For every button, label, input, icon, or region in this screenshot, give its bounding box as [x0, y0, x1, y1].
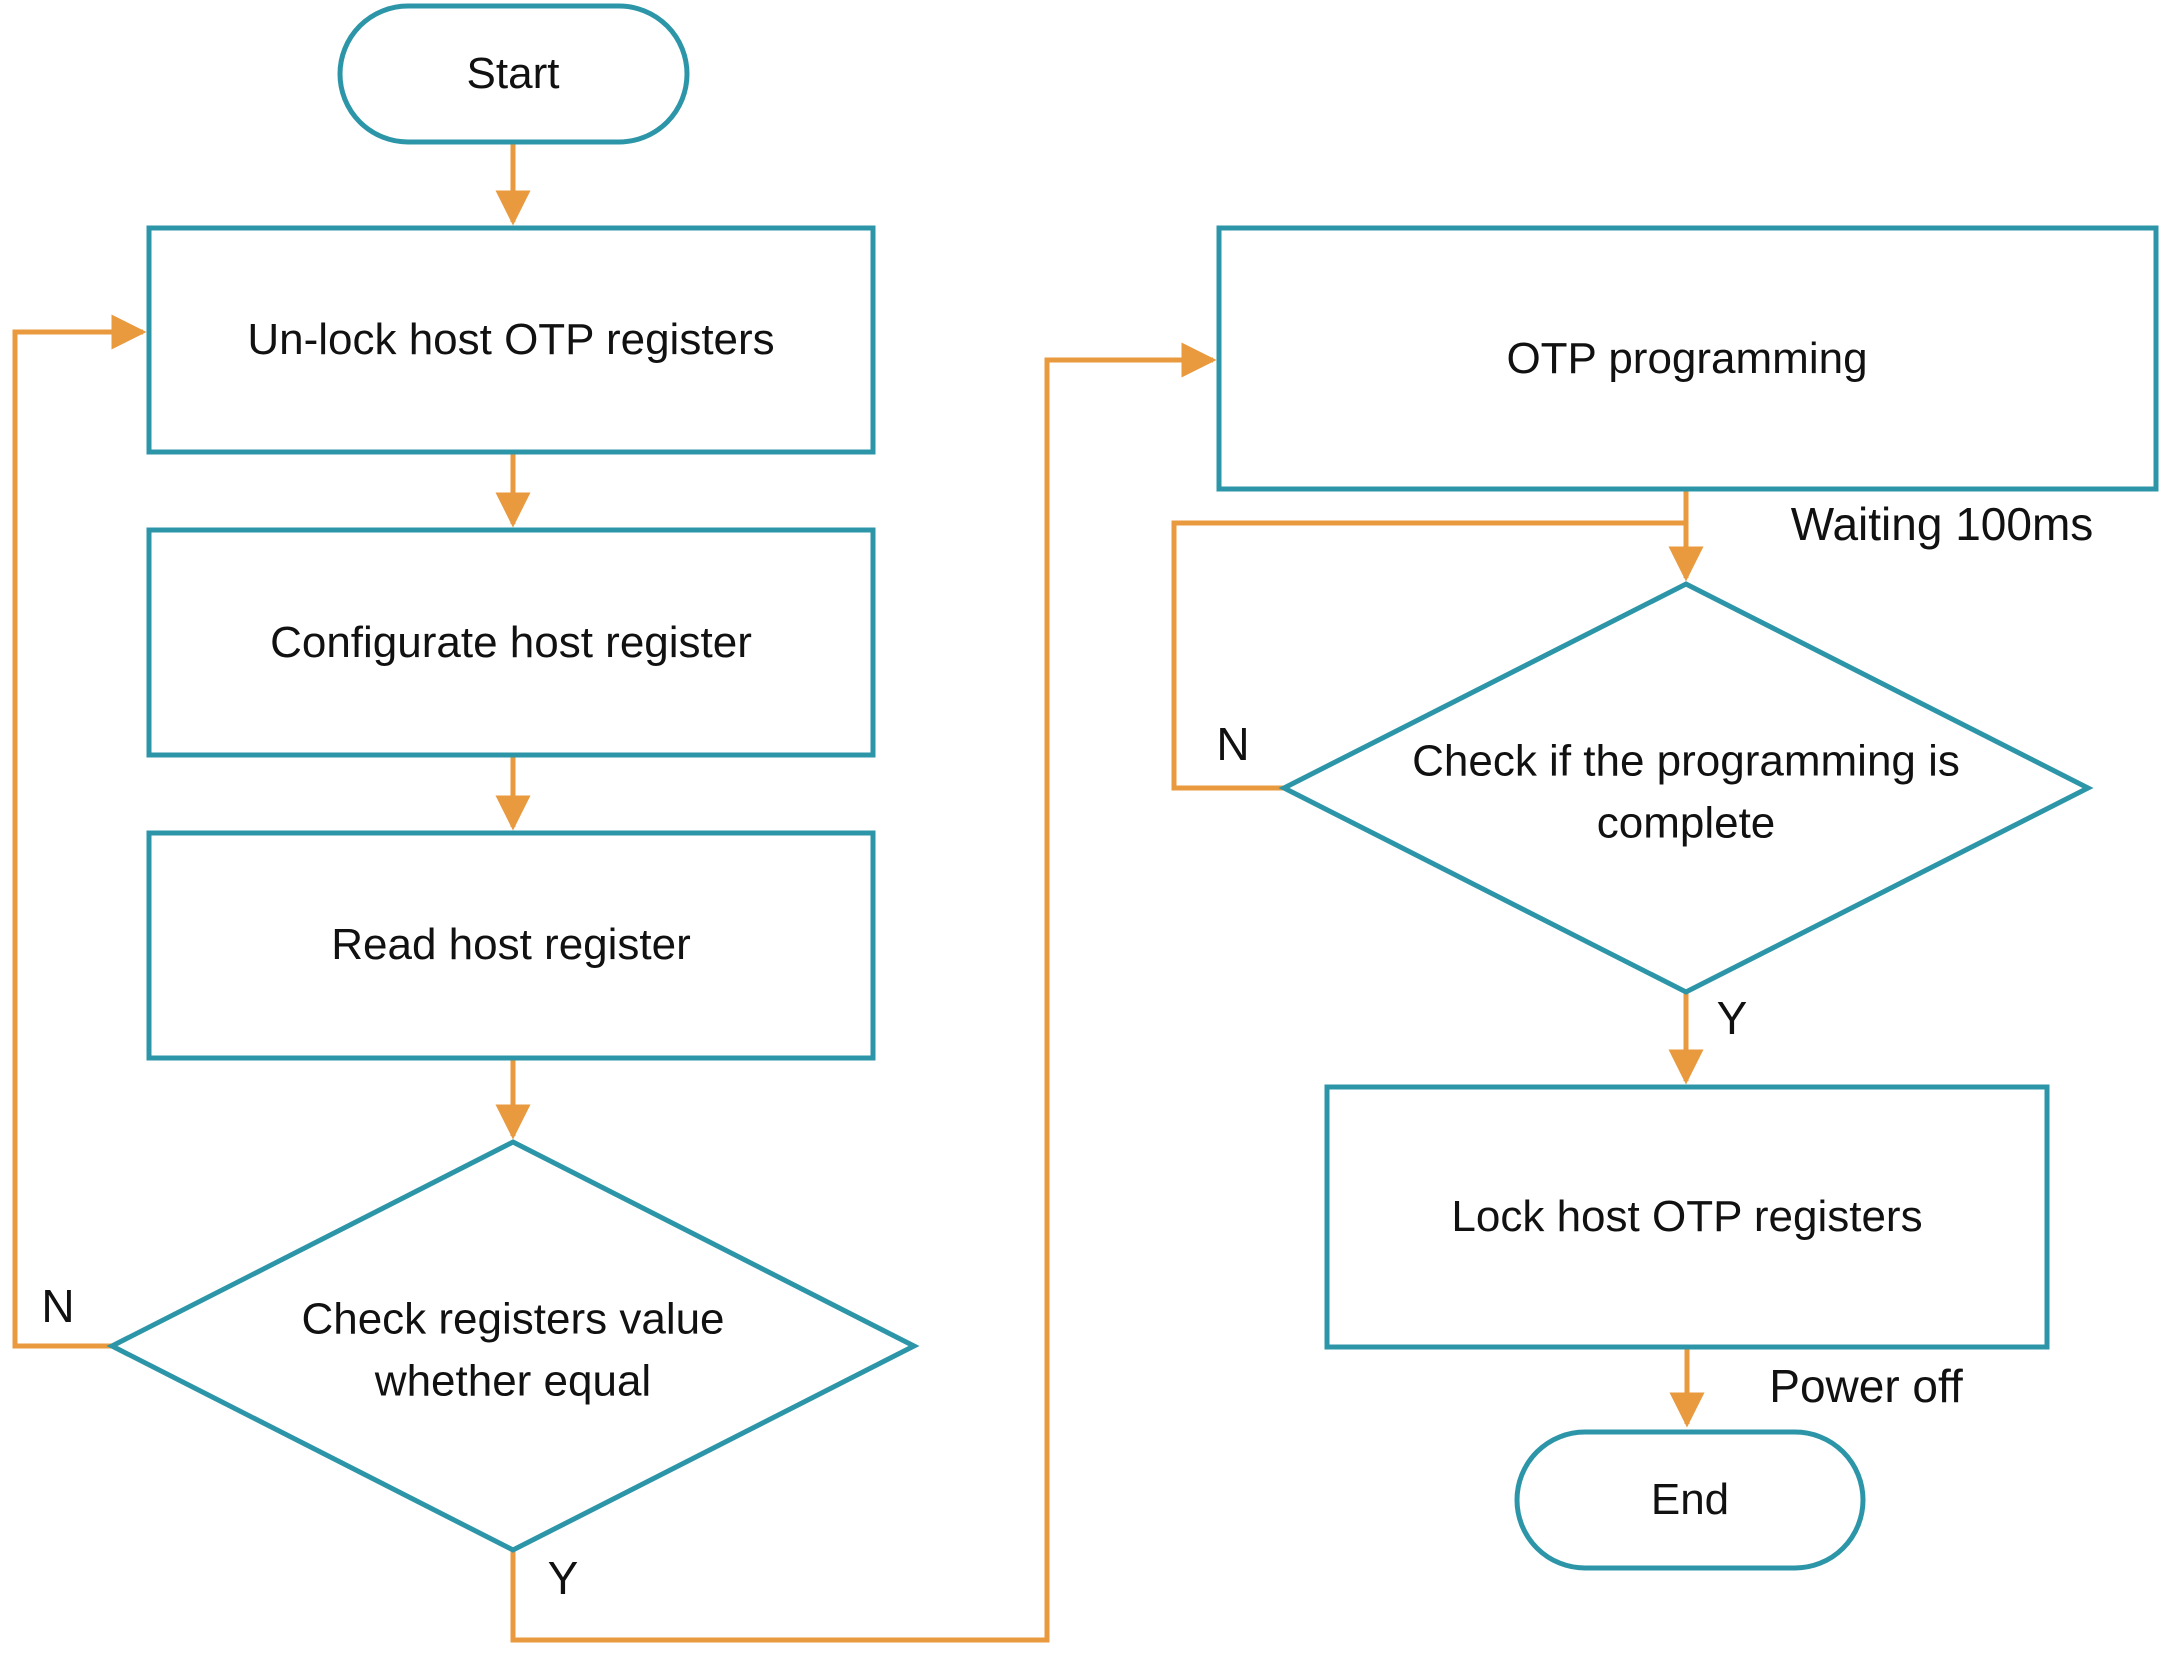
edge-check-registers-yes-to-otp: [510, 342, 1217, 1643]
start-node-label: Start: [466, 49, 560, 99]
edge-check-complete-no-loop: [1171, 520, 1687, 791]
check-complete-diamond-label: Check if the programming is complete: [1412, 736, 1960, 847]
end-node-label: End: [1650, 1475, 1730, 1525]
start-node-shape: [337, 3, 690, 145]
waiting-100ms-label: Waiting 100ms: [1790, 497, 2094, 550]
check-registers-no-label: N: [41, 1279, 75, 1332]
check-complete-yes-label: Y: [1716, 991, 1748, 1044]
lock-node-label: Lock host OTP registers: [1451, 1192, 1923, 1242]
lock-node-shape: [1324, 1084, 2050, 1350]
otp-programming-node-label: OTP programming: [1506, 334, 1868, 384]
unlock-node-shape: [146, 225, 876, 455]
read-node-shape: [146, 830, 876, 1061]
check-registers-yes-label: Y: [547, 1551, 579, 1604]
check-complete-diamond-shape: [1278, 581, 2094, 995]
otp-programming-node-shape: [1216, 225, 2159, 492]
configurate-node-shape: [146, 527, 876, 758]
end-node-shape: [1514, 1429, 1866, 1571]
power-off-label: Power off: [1769, 1359, 1963, 1412]
check-registers-diamond-shape: [106, 1139, 920, 1553]
edge-check-registers-no-loop: [12, 314, 147, 1349]
check-registers-diamond-label: Check registers value whether equal: [301, 1294, 725, 1405]
configurate-node-label: Configurate host register: [270, 618, 752, 668]
read-node-label: Read host register: [331, 920, 691, 970]
unlock-node-label: Un-lock host OTP registers: [247, 315, 775, 365]
check-complete-no-label: N: [1216, 717, 1250, 770]
